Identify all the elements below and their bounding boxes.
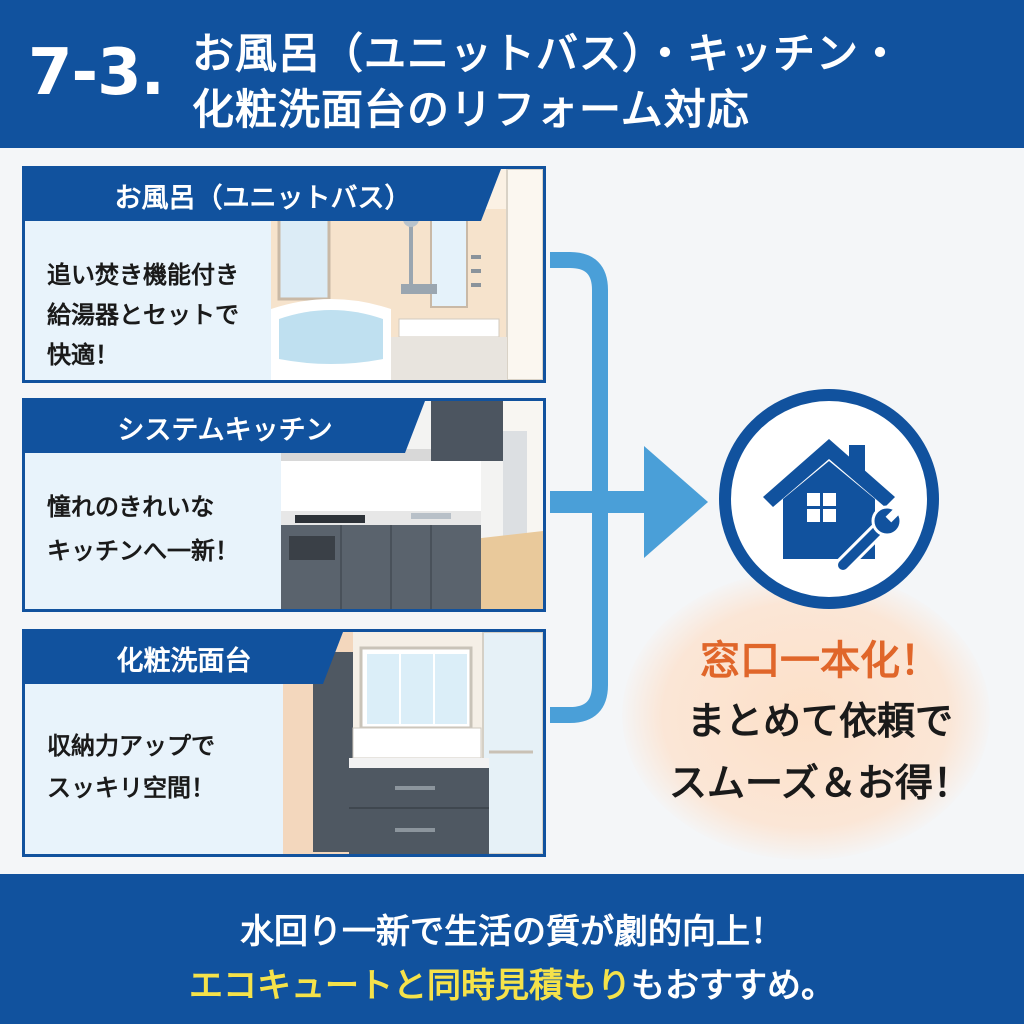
card-bath-heading: お風呂（ユニットバス）	[25, 169, 501, 221]
card-bath-line2: 給湯器とセットで	[47, 301, 239, 329]
footer-line2-rest: もおすすめ。	[631, 966, 835, 1006]
card-vanity-line2: スッキリ空間！	[47, 774, 215, 802]
message-highlight: 窓口一本化！	[700, 638, 940, 684]
message-glow	[622, 570, 990, 860]
footer-line2-highlight: エコキュートと同時見積もり	[189, 966, 631, 1006]
page-title-line1: お風呂（ユニットバス）・キッチン・	[192, 29, 903, 78]
card-bath-line1: 追い焚き機能付き	[47, 261, 239, 289]
message-line2: まとめて依頼で	[686, 699, 953, 743]
card-vanity-line1: 収納力アップで	[47, 732, 215, 760]
card-kitchen-line2: キッチンへ一新！	[47, 537, 239, 565]
page-title-line2: 化粧洗面台のリフォーム対応	[192, 85, 750, 134]
footer-line1: 水回り一新で生活の質が劇的向上！	[240, 912, 784, 952]
card-vanity: 化粧洗面台 収納力アップで スッキリ空間！	[22, 629, 546, 857]
kitchen-illustration	[281, 401, 543, 609]
house-wrench-badge	[719, 389, 939, 609]
card-kitchen: システムキッチン 憧れのきれいな キッチンへ一新！	[22, 398, 546, 612]
section-number: 7-3.	[28, 36, 165, 110]
house-wrench-icon	[763, 439, 903, 573]
card-bath: お風呂（ユニットバス） 追い焚き機能付き 給湯器とセットで 快適！	[22, 166, 546, 383]
header-banner: 7-3. お風呂（ユニットバス）・キッチン・ 化粧洗面台のリフォーム対応	[0, 0, 1024, 148]
card-vanity-heading: 化粧洗面台	[25, 632, 343, 684]
card-bath-line3: 快適！	[47, 341, 119, 369]
card-kitchen-heading: システムキッチン	[25, 401, 425, 453]
footer-line2: エコキュートと同時見積もりもおすすめ。	[0, 958, 1024, 1007]
message-line3: スムーズ＆お得！	[668, 761, 972, 805]
card-kitchen-line1: 憧れのきれいな	[47, 493, 215, 521]
connector-arrow	[550, 252, 708, 723]
footer-banner: 水回り一新で生活の質が劇的向上！ エコキュートと同時見積もりもおすすめ。	[0, 874, 1024, 1024]
